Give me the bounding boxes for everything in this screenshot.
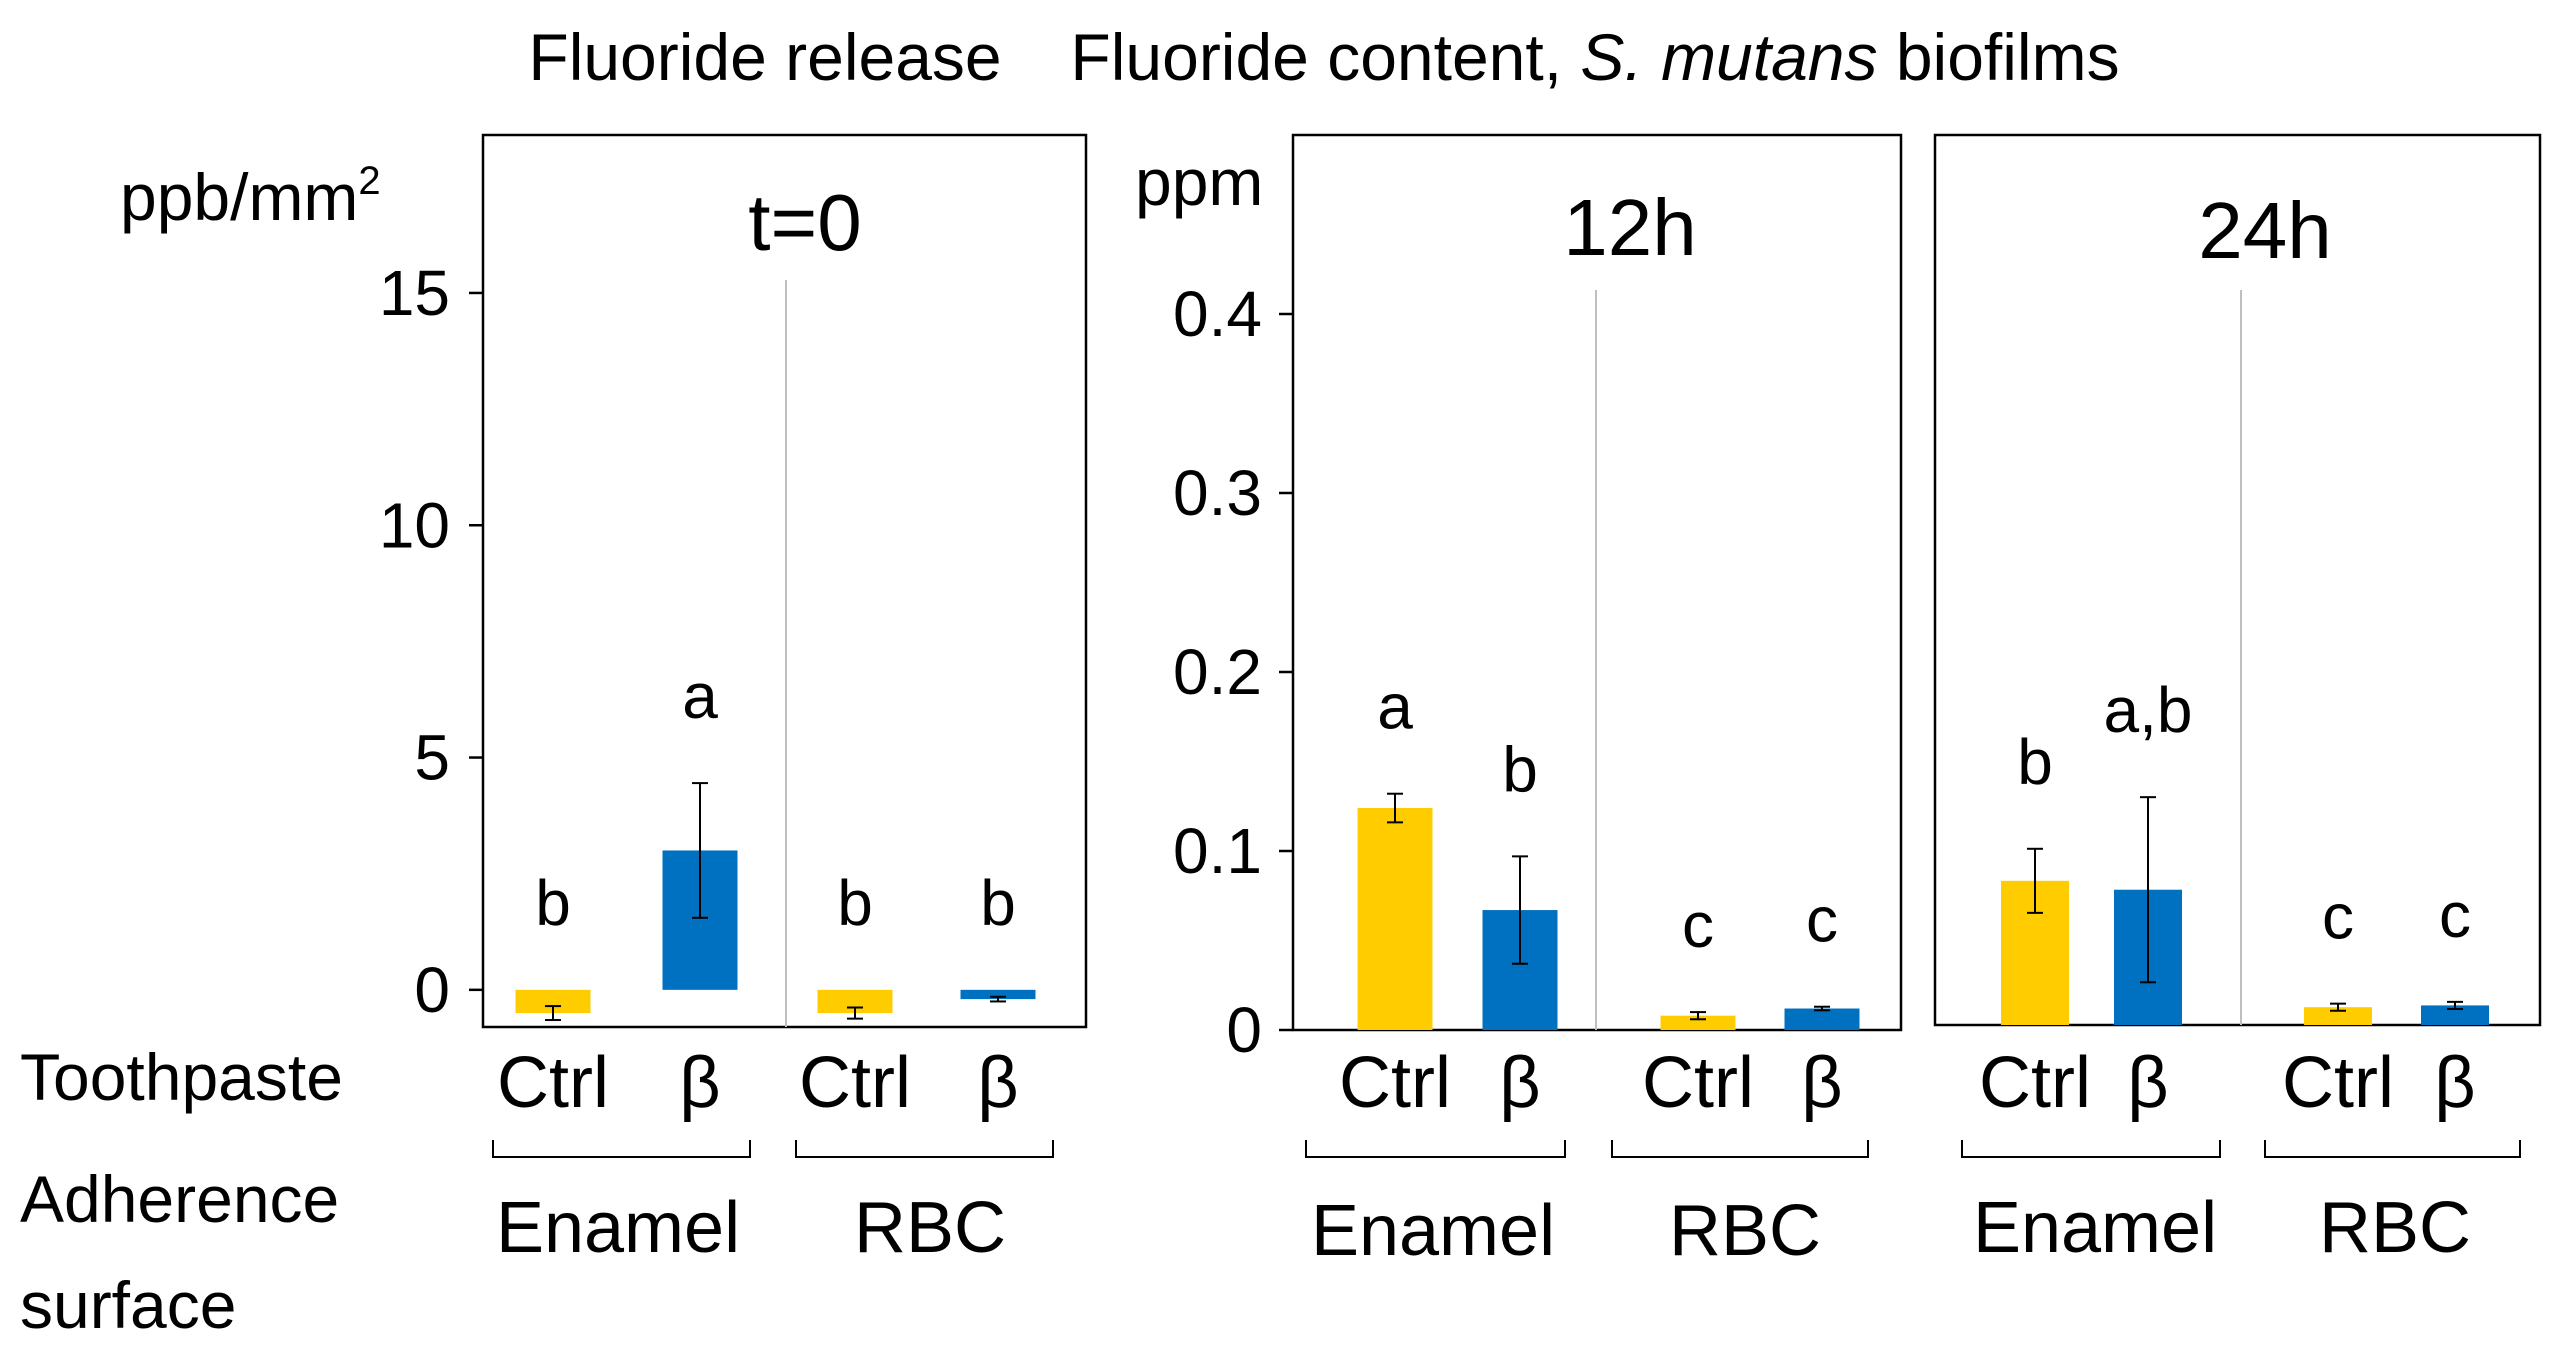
category-label: Ctrl xyxy=(1979,1043,2091,1123)
significance-letter: a xyxy=(682,660,718,732)
panel-title-t0: t=0 xyxy=(748,178,861,267)
significance-letter: b xyxy=(837,867,873,939)
significance-letter: c xyxy=(2322,881,2354,953)
significance-letter: c xyxy=(1682,889,1714,961)
panel-title-12h: 12h xyxy=(1563,183,1696,272)
bracket-12h-rbc xyxy=(1611,1140,1869,1158)
bar xyxy=(1357,808,1433,1030)
significance-letter: a,b xyxy=(2104,674,2193,746)
category-label: β xyxy=(977,1043,1018,1123)
category-label: Ctrl xyxy=(2282,1043,2394,1123)
y-tick-label: 5 xyxy=(414,722,450,794)
panel-frame-24h xyxy=(1933,133,2542,1027)
bracket-12h-enamel xyxy=(1305,1140,1566,1158)
category-label: β xyxy=(679,1043,720,1123)
category-label: β xyxy=(1801,1043,1842,1123)
significance-letter: b xyxy=(535,867,571,939)
category-label: β xyxy=(1499,1043,1540,1123)
header-content-prefix: Fluoride content, xyxy=(1070,20,1580,94)
bracket-t0-enamel xyxy=(492,1140,751,1158)
significance-letter: b xyxy=(2017,726,2053,798)
bar xyxy=(817,989,893,1014)
ylabel-release-superscript: 2 xyxy=(358,159,380,203)
significance-letter: b xyxy=(1502,733,1538,805)
ylabel-content: ppm xyxy=(1135,145,1263,219)
group-label-12h-enamel: Enamel xyxy=(1311,1191,1555,1271)
bracket-t0-rbc xyxy=(795,1140,1054,1158)
row-label-adherence: Adherence xyxy=(20,1162,339,1236)
bar xyxy=(960,989,1036,1000)
bar xyxy=(1660,1015,1736,1030)
category-label: β xyxy=(2127,1043,2168,1123)
y-tick-label: 15 xyxy=(379,257,450,329)
y-tick-label: 0.2 xyxy=(1173,636,1262,708)
category-label: Ctrl xyxy=(497,1043,609,1123)
bracket-24h-rbc xyxy=(2264,1140,2521,1158)
y-tick-label: 0 xyxy=(1226,994,1262,1066)
group-label-24h-rbc: RBC xyxy=(2319,1188,2471,1268)
significance-letter: c xyxy=(2439,879,2471,951)
header-fluoride-content: Fluoride content, S. mutans biofilms xyxy=(1070,20,2119,94)
y-tick-label: 0 xyxy=(414,954,450,1026)
panel-title-24h: 24h xyxy=(2198,186,2331,275)
header-fluoride-release: Fluoride release xyxy=(528,20,1001,94)
ylabel-release: ppb/mm2 xyxy=(120,159,381,234)
bar xyxy=(2304,1007,2372,1025)
bracket-24h-enamel xyxy=(1961,1140,2221,1158)
header-content-species: S. mutans xyxy=(1580,20,1877,94)
bar xyxy=(1784,1008,1860,1030)
y-tick-label: 0.1 xyxy=(1173,815,1262,887)
row-label-toothpaste: Toothpaste xyxy=(20,1040,343,1114)
header-content-suffix: biofilms xyxy=(1878,20,2120,94)
bar xyxy=(2421,1005,2489,1025)
y-tick-label: 10 xyxy=(379,489,450,561)
category-label: Ctrl xyxy=(1339,1043,1451,1123)
ylabel-release-unit: ppb/mm xyxy=(120,160,358,234)
category-label: Ctrl xyxy=(799,1043,911,1123)
y-tick-label: 0.3 xyxy=(1173,457,1262,529)
group-label-t0-enamel: Enamel xyxy=(496,1188,740,1268)
category-label: β xyxy=(2434,1043,2475,1123)
significance-letter: a xyxy=(1377,671,1413,743)
category-label: Ctrl xyxy=(1642,1043,1754,1123)
bar xyxy=(515,989,591,1014)
row-label-surface: surface xyxy=(20,1268,236,1342)
panel-frame-t0 xyxy=(481,133,1088,1029)
group-label-t0-rbc: RBC xyxy=(854,1188,1006,1268)
group-label-12h-rbc: RBC xyxy=(1669,1191,1821,1271)
significance-letter: b xyxy=(980,867,1016,939)
significance-letter: c xyxy=(1806,884,1838,956)
group-label-24h-enamel: Enamel xyxy=(1973,1188,2217,1268)
y-tick-label: 0.4 xyxy=(1173,278,1262,350)
